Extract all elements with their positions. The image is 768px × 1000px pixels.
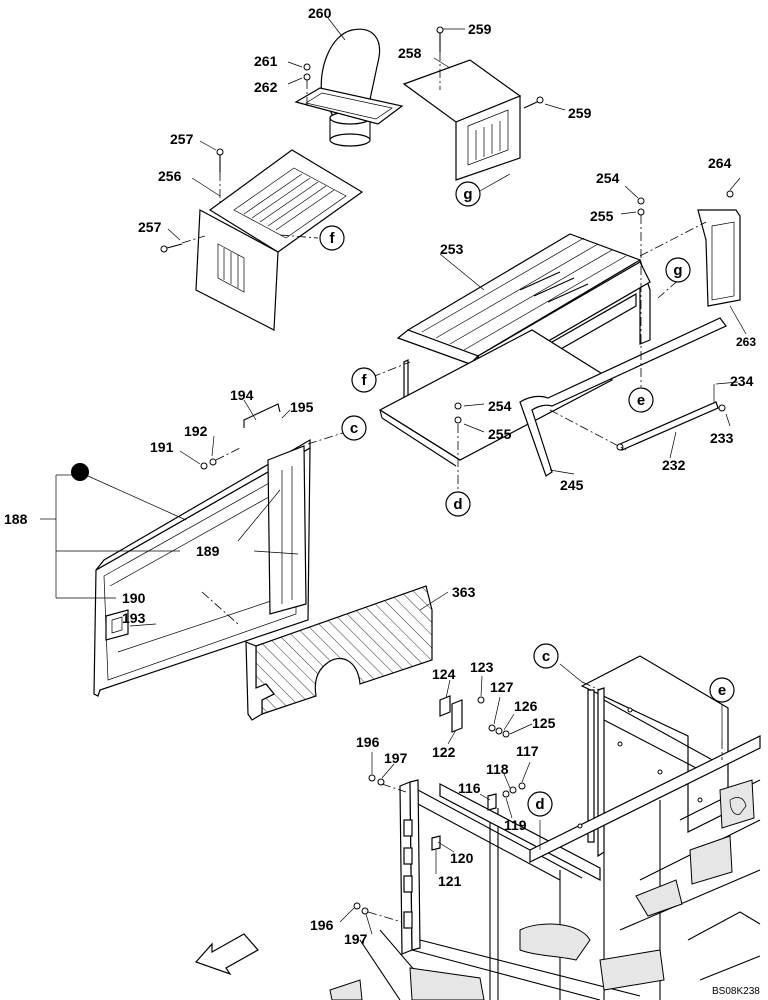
label-126: 126	[514, 698, 538, 714]
drawing-code: BS08K238	[712, 986, 760, 997]
label-121: 121	[438, 873, 462, 889]
rod-232	[616, 384, 726, 451]
ref-marker-d-frame: d	[445, 491, 471, 517]
label-259-right: 259	[568, 105, 592, 121]
bolts-259-261	[303, 26, 544, 109]
door-marker-dot	[71, 463, 89, 481]
leader-lines-frame	[371, 177, 747, 492]
label-123: 123	[470, 659, 494, 675]
ref-marker-d-chassis: d	[527, 791, 553, 817]
label-261: 261	[254, 53, 278, 69]
svg-text:f: f	[330, 230, 336, 247]
label-253: 253	[440, 241, 464, 257]
chassis-frame	[329, 655, 761, 1000]
ref-marker-c-door: c	[341, 415, 367, 441]
label-197-bottom: 197	[344, 931, 368, 947]
label-259-top: 259	[468, 21, 492, 37]
label-189: 189	[196, 543, 220, 559]
hinge-rod-194	[243, 403, 281, 428]
label-122: 122	[432, 744, 456, 760]
label-233: 233	[710, 430, 734, 446]
label-127: 127	[490, 679, 514, 695]
ref-marker-e-chassis: e	[709, 677, 735, 703]
svg-text:d: d	[535, 796, 544, 813]
label-194: 194	[230, 387, 254, 403]
svg-text:e: e	[637, 392, 645, 409]
label-257-top: 257	[170, 131, 194, 147]
label-193: 193	[122, 610, 146, 626]
bolts-254-255	[454, 197, 645, 424]
label-196-top: 196	[356, 734, 380, 750]
label-363: 363	[452, 584, 476, 600]
label-125: 125	[532, 715, 556, 731]
label-232: 232	[662, 457, 686, 473]
leader-lines-chassis	[339, 663, 723, 935]
label-195: 195	[290, 399, 314, 415]
label-234: 234	[730, 373, 754, 389]
label-120: 120	[450, 850, 474, 866]
duct-flange-plate	[294, 87, 404, 125]
svg-text:c: c	[350, 420, 358, 437]
label-256: 256	[158, 168, 182, 184]
direction-arrow	[194, 933, 259, 976]
label-197-top: 197	[384, 750, 408, 766]
label-258: 258	[398, 45, 422, 61]
hinge-bracket-122-124	[353, 695, 526, 915]
ref-marker-g-top: g	[455, 181, 481, 207]
label-196-bottom: 196	[310, 917, 334, 933]
ref-marker-g-frame: g	[665, 257, 691, 283]
ref-marker-c-chassis: c	[533, 643, 559, 669]
bolts-257	[160, 148, 224, 253]
door-panel-188	[93, 438, 311, 697]
label-118: 118	[486, 761, 509, 777]
label-117: 117	[516, 743, 539, 759]
leader-lines-top	[287, 17, 566, 193]
svg-text:g: g	[463, 186, 472, 203]
cover-plate-258	[402, 59, 522, 181]
label-191: 191	[150, 439, 174, 455]
label-254-bottom: 254	[488, 398, 512, 414]
label-260: 260	[308, 5, 332, 21]
label-188: 188	[4, 511, 28, 527]
svg-text:c: c	[542, 648, 550, 665]
svg-text:d: d	[453, 496, 462, 513]
intake-duct-260	[320, 28, 381, 147]
label-255-bottom: 255	[488, 426, 512, 442]
bolts-191-192	[200, 447, 241, 470]
label-119: 119	[504, 817, 527, 833]
label-254-top: 254	[596, 170, 620, 186]
label-264: 264	[708, 155, 732, 171]
label-124: 124	[432, 666, 456, 682]
ref-marker-e-frame: e	[628, 387, 654, 413]
label-257-left: 257	[138, 219, 162, 235]
svg-text:f: f	[362, 372, 368, 389]
trim-strip-245	[519, 317, 727, 477]
guard-frame-253	[378, 233, 651, 467]
label-190: 190	[122, 590, 146, 606]
leader-lines-panel-256	[167, 140, 319, 244]
label-192: 192	[184, 423, 208, 439]
label-262: 262	[254, 79, 278, 95]
label-245: 245	[560, 477, 584, 493]
insulation-pad-363	[245, 585, 433, 721]
label-116: 116	[458, 780, 481, 796]
ref-marker-f-frame: f	[351, 367, 377, 393]
svg-text:g: g	[673, 262, 682, 279]
label-255-top: 255	[590, 208, 614, 224]
label-263: 263	[736, 335, 756, 349]
svg-text:e: e	[718, 682, 726, 699]
panel-256	[195, 149, 364, 331]
cover-263	[697, 190, 741, 307]
ref-marker-f-top: f	[319, 225, 345, 251]
